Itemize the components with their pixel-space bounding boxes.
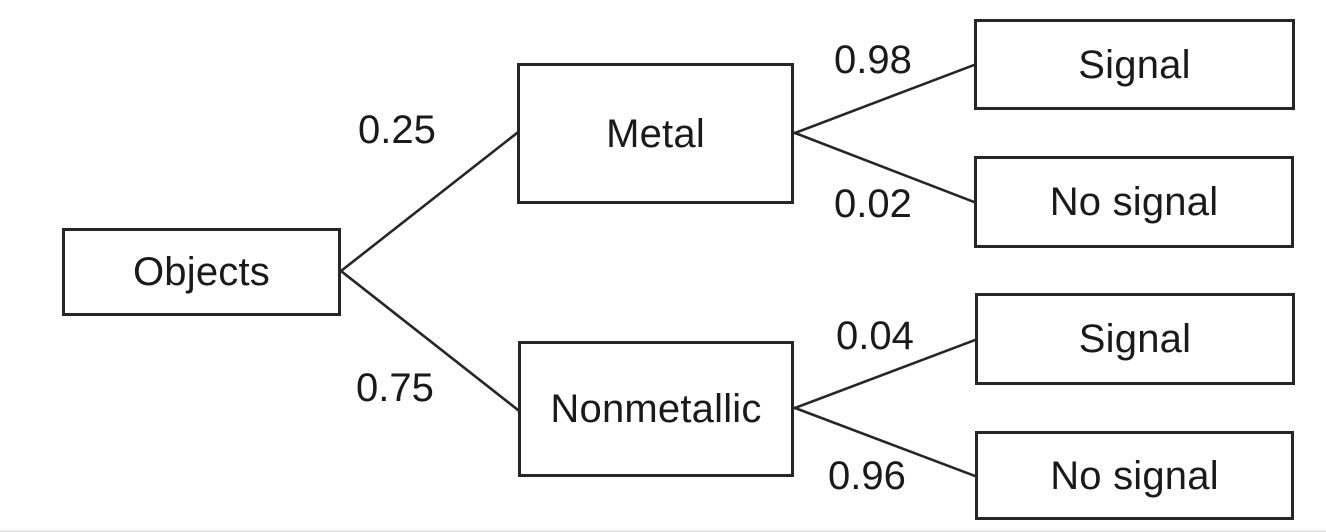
node-no-signal-metal-label: No signal [1049, 180, 1219, 224]
node-signal-nonmetallic[interactable]: Signal [975, 293, 1295, 385]
node-signal-metal[interactable]: Signal [974, 19, 1295, 110]
node-metal-label: Metal [606, 111, 705, 156]
node-metal[interactable]: Metal [517, 63, 794, 204]
node-signal-metal-label: Signal [1078, 42, 1191, 87]
edge-label-metal-no-signal: 0.02 [834, 182, 912, 226]
node-nonmetallic[interactable]: Nonmetallic [518, 341, 794, 477]
edge-label-objects-metal: 0.25 [358, 108, 436, 152]
node-signal-nonmetallic-label: Signal [1078, 317, 1192, 361]
bottom-divider [0, 530, 1326, 532]
edge-label-nonmetallic-no-signal: 0.96 [828, 454, 906, 498]
node-nonmetallic-label: Nonmetallic [550, 387, 762, 431]
node-objects-label: Objects [132, 250, 270, 294]
edge-label-nonmetallic-signal: 0.04 [836, 314, 914, 358]
node-no-signal-nonmetallic[interactable]: No signal [975, 431, 1294, 520]
edge-label-metal-signal: 0.98 [834, 38, 912, 82]
node-objects[interactable]: Objects [62, 228, 341, 316]
edge-objects-metal [339, 131, 519, 273]
node-no-signal-metal[interactable]: No signal [974, 156, 1294, 248]
edge-label-objects-nonmetallic: 0.75 [356, 366, 434, 410]
node-no-signal-nonmetallic-label: No signal [1050, 453, 1219, 498]
